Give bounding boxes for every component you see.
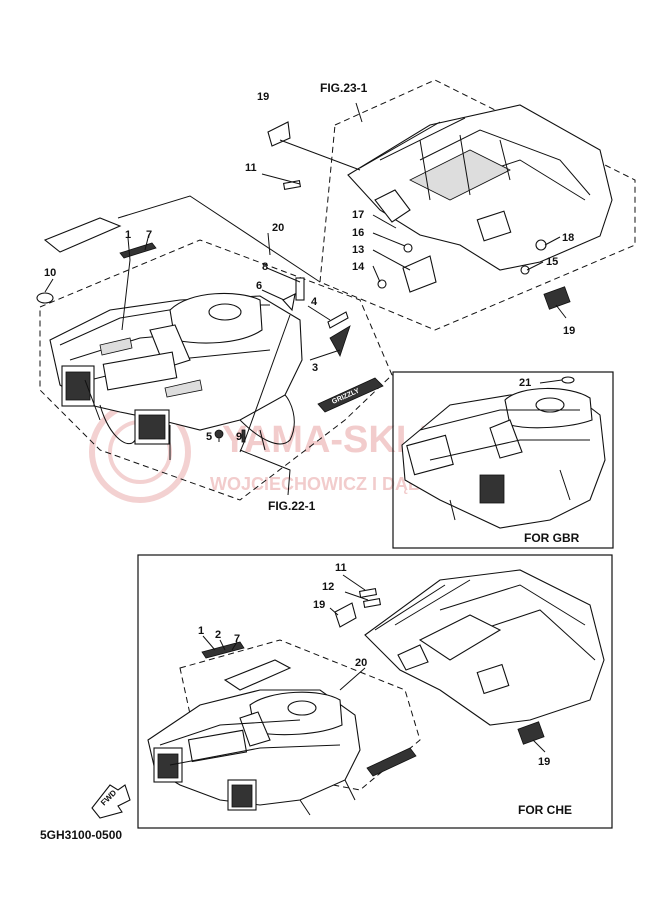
gbr-inset: [392, 371, 614, 549]
diagram-code: 5GH3100-0500: [40, 828, 122, 842]
callout-11: 11: [245, 162, 257, 174]
callout-10: 10: [44, 267, 56, 279]
gbr-caption: FOR GBR: [524, 531, 580, 545]
che-callouts: 11 12 19 1 2 7 20 19: [198, 562, 550, 768]
callout-3: 3: [312, 362, 318, 374]
front-fender-group: GRIZZLY: [36, 195, 393, 501]
callout-4: 4: [311, 296, 318, 308]
callout-18: 18: [562, 232, 574, 244]
callout-16: 16: [352, 227, 364, 239]
callout-14: 14: [352, 261, 365, 273]
callout-17: 17: [352, 209, 364, 221]
che-callout-7: 7: [234, 633, 240, 645]
fwd-arrow: FWD: [91, 784, 131, 819]
callout-5: 5: [206, 431, 212, 443]
fig-ref-top: FIG.23-1: [320, 81, 368, 95]
callout-7: 7: [146, 229, 152, 241]
che-callout-20: 20: [355, 657, 367, 669]
main-callouts: 19 11 17 16 13 14 18 15 19 20 1 7 10 8 6…: [44, 91, 575, 443]
che-caption: FOR CHE: [518, 803, 572, 817]
callout-19a: 19: [257, 91, 269, 103]
che-callout-1: 1: [198, 625, 204, 637]
callout-19b: 19: [563, 325, 575, 337]
che-callout-19b: 19: [538, 756, 550, 768]
che-callout-11: 11: [335, 562, 347, 574]
fig-ref-bottom: FIG.22-1: [268, 499, 316, 513]
callout-9: 9: [236, 431, 242, 443]
callout-8: 8: [262, 261, 268, 273]
callout-15: 15: [546, 256, 558, 268]
callout-20: 20: [272, 222, 284, 234]
callout-1: 1: [125, 229, 131, 241]
che-callout-19a: 19: [313, 599, 325, 611]
callout-13: 13: [352, 244, 364, 256]
che-callout-2: 2: [215, 629, 221, 641]
che-inset: FWD: [91, 554, 613, 829]
rear-fender-group: [261, 79, 636, 331]
callout-6: 6: [256, 280, 262, 292]
gbr-callout-21: 21: [519, 377, 531, 389]
che-callout-12: 12: [322, 581, 334, 593]
